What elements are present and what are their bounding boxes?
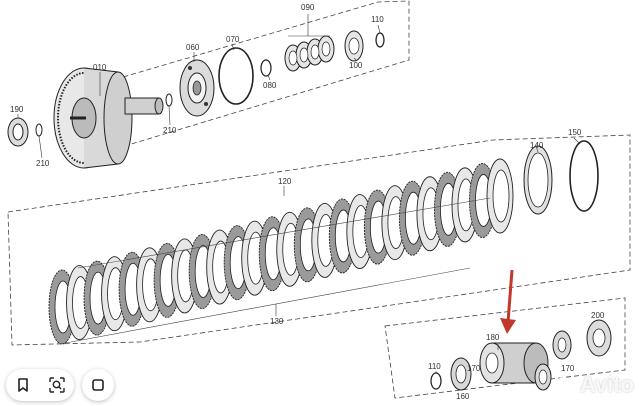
label-170-b: 170 [561,364,575,373]
label-200: 200 [591,311,605,320]
label-090: 090 [301,3,315,12]
part-210-ring-right [165,93,173,107]
part-170-bearing-b [552,330,572,360]
label-210-a: 210 [36,159,50,168]
frame-top [61,0,410,156]
lens-search-button[interactable] [40,369,74,401]
bracket-130 [59,267,471,345]
label-150: 150 [568,128,582,137]
clutch-plate-bore [492,169,510,223]
part-200-bearing [586,319,612,357]
part-110-snap-ring-top [375,32,385,48]
bookmark-button[interactable] [6,369,40,401]
label-110-top: 110 [371,15,384,24]
label-100: 100 [349,61,363,70]
part-120-130-clutch-plate-pack [48,158,514,345]
image-toolbar [6,369,74,401]
label-140: 140 [530,141,544,150]
red-pointer-arrow [500,269,516,334]
label-060: 060 [186,43,200,52]
part-100-disc [344,30,364,62]
part-180-gear [479,342,549,384]
avito-watermark: Avito [554,372,634,398]
avito-logo-icon [554,377,573,394]
more-icon [92,379,104,391]
part-010-drum-gear [53,67,164,169]
part-210-ring-left [35,123,43,137]
part-080-ring [260,59,272,77]
bracket-120 [77,197,491,269]
label-160: 160 [456,392,470,401]
part-150-snap-ring [569,140,599,212]
part-090-disc-holes [288,41,331,66]
label-130: 130 [270,317,284,326]
bookmark-icon [18,378,28,392]
leader-lines [17,14,581,373]
part-labels: 010 060 070 080 090 100 110 120 130 140 … [10,3,605,401]
label-170-a: 170 [467,364,481,373]
lens-search-icon [49,377,65,393]
label-110-bottom: 110 [428,362,441,371]
part-060-hub [179,59,215,117]
more-button[interactable] [82,369,114,401]
label-190: 190 [10,105,24,114]
label-120: 120 [278,177,292,186]
label-010: 010 [93,63,107,72]
part-190-bearing [7,117,29,147]
watermark-text: Avito [579,372,634,397]
part-140-pressure-plate [523,145,553,215]
label-070: 070 [226,35,240,44]
part-110-snap-ring-bottom [430,372,442,390]
label-180: 180 [486,333,500,342]
part-160-bearing [450,357,472,391]
part-170-bearing-a [534,363,552,391]
frame-bottom [384,297,626,399]
label-210-b: 210 [163,126,177,135]
frame-middle [7,134,631,346]
label-080: 080 [263,81,277,90]
part-070-seal-ring [218,47,254,105]
